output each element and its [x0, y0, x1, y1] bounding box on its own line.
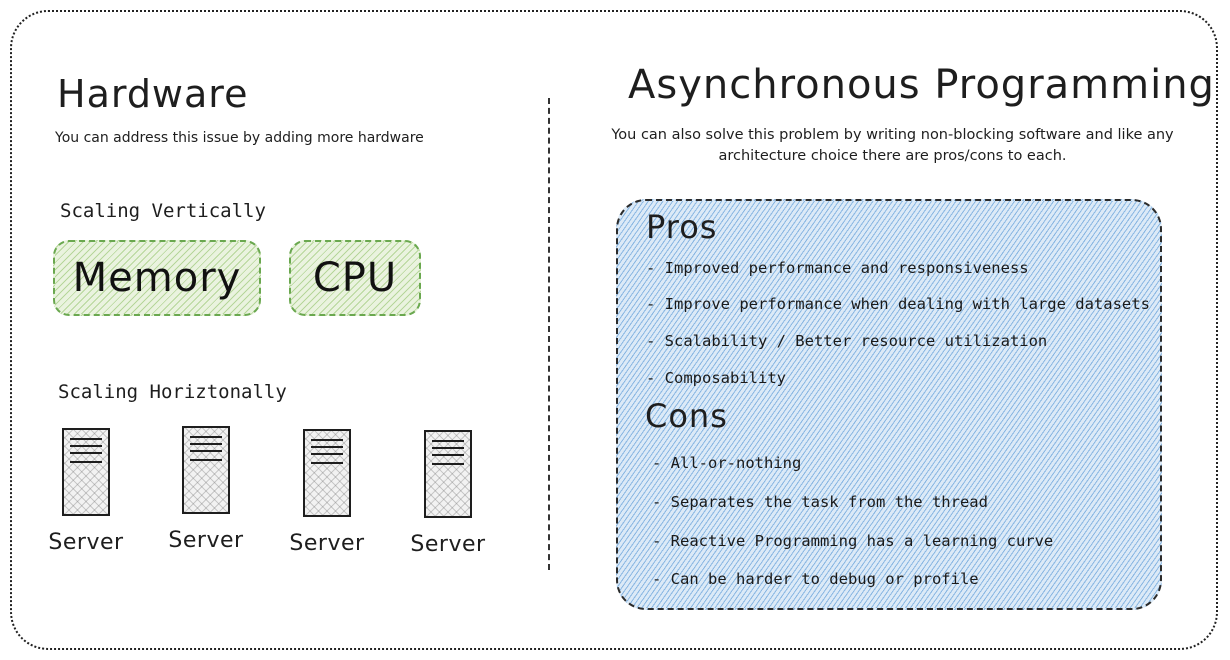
async-subtitle: You can also solve this problem by writi… — [611, 127, 1174, 164]
server-label: Server — [168, 528, 244, 553]
server-2: Server — [161, 426, 251, 553]
cons-item: - Reactive Programming has a learning cu… — [652, 532, 1054, 550]
server-icon — [303, 429, 351, 517]
server-icon — [182, 426, 230, 514]
cons-item: - Separates the task from the thread — [652, 493, 988, 511]
server-label: Server — [289, 531, 365, 556]
server-4: Server — [403, 430, 493, 557]
scaling-vertically-label: Scaling Vertically — [60, 200, 266, 222]
server-icon — [424, 430, 472, 518]
memory-box: Memory — [53, 240, 261, 316]
pros-cons-box — [616, 199, 1162, 610]
scaling-horizontally-label: Scaling Horiztonally — [58, 381, 287, 403]
hardware-subtitle: You can address this issue by adding mor… — [55, 130, 424, 146]
cons-item: - Can be harder to debug or profile — [652, 570, 979, 588]
cons-item: - All-or-nothing — [652, 454, 802, 472]
async-title: Asynchronous Programming — [628, 62, 1215, 108]
pros-item: - Improved performance and responsivenes… — [646, 259, 1029, 277]
cons-title: Cons — [645, 397, 728, 435]
server-label: Server — [48, 530, 124, 555]
pros-item: - Improve performance when dealing with … — [646, 295, 1150, 313]
hardware-title: Hardware — [57, 72, 249, 116]
pros-item: - Scalability / Better resource utilizat… — [646, 332, 1048, 350]
server-1: Server — [41, 428, 131, 555]
server-icon — [62, 428, 110, 516]
pros-title: Pros — [646, 208, 718, 246]
cpu-box: CPU — [289, 240, 421, 316]
diagram-frame — [10, 10, 1218, 650]
pros-item: - Composability — [646, 369, 786, 387]
section-divider — [548, 98, 550, 570]
server-label: Server — [410, 532, 486, 557]
server-3: Server — [282, 429, 372, 556]
